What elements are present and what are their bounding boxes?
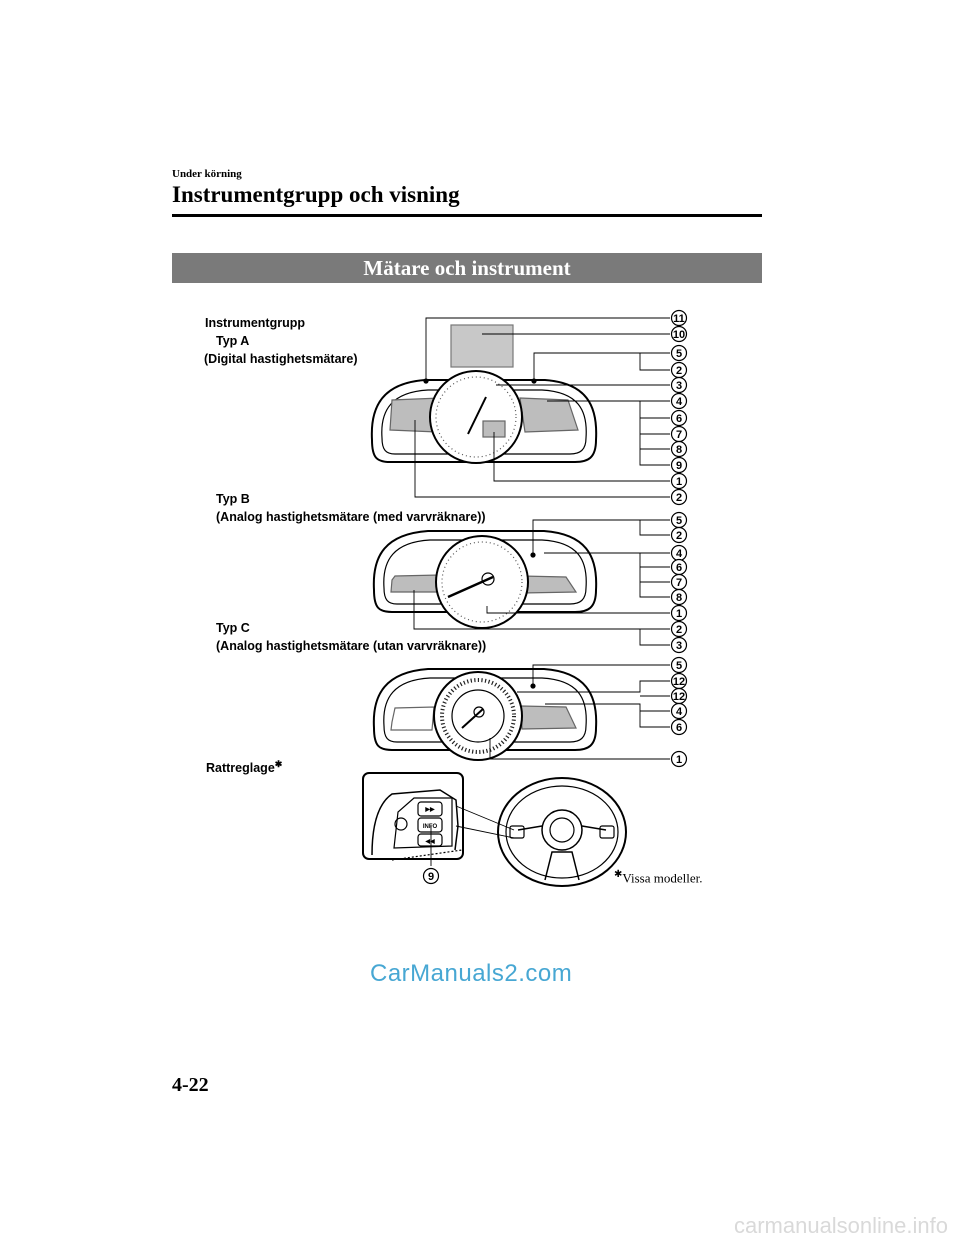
type-b-label: Typ B <box>216 492 250 506</box>
section-banner: Mätare och instrument <box>172 253 762 283</box>
type-c-description: (Analog hastighetsmätare (utan varvräkna… <box>216 639 487 653</box>
info-button-label: INFO <box>423 824 438 830</box>
callout-number: 12 <box>673 676 685 688</box>
callout-circle <box>670 702 688 720</box>
section-label: Under körning <box>172 168 242 180</box>
right-display <box>519 397 579 433</box>
callout-circle <box>670 718 688 736</box>
callout-circle <box>670 488 688 506</box>
callout-circle <box>670 309 688 327</box>
callout-number: 3 <box>676 380 682 392</box>
steering-wheel <box>497 777 627 887</box>
callout-number: 1 <box>676 754 682 766</box>
footnote: ✱Vissa modeller. <box>614 869 703 886</box>
next-track-icon: ▶▶ <box>424 806 435 813</box>
type-a-label: Typ A <box>216 334 250 348</box>
callout-number: 12 <box>673 691 685 703</box>
callout-circle <box>670 620 688 638</box>
title-rule <box>172 214 762 217</box>
callout-number: 6 <box>676 413 682 425</box>
callout-number: 8 <box>676 592 682 604</box>
callout-circle <box>670 344 688 362</box>
type-b-cluster <box>372 530 598 629</box>
callout-circle <box>670 376 688 394</box>
needle <box>467 396 487 435</box>
callout-number: 2 <box>676 492 682 504</box>
callout-circle <box>670 636 688 654</box>
callout-number: 10 <box>673 329 685 341</box>
callout-number: 9 <box>676 460 682 472</box>
callout-number: 2 <box>676 530 682 542</box>
callout-number: 5 <box>676 515 682 527</box>
callout-number: 3 <box>676 640 682 652</box>
type-a-cluster <box>370 324 598 464</box>
type-c-label: Typ C <box>216 621 250 635</box>
type-c-cluster <box>372 668 598 761</box>
callout-number: 1 <box>676 608 682 620</box>
callout-number: 2 <box>676 624 682 636</box>
callout-number: 4 <box>676 396 683 408</box>
callout-circle <box>670 588 688 606</box>
callout-circle <box>670 656 688 674</box>
callout-number: 7 <box>676 429 682 441</box>
callout-circle <box>670 526 688 544</box>
footnote-star: ✱ <box>614 869 623 880</box>
callout-circle <box>422 867 440 885</box>
callout-number: 1 <box>676 476 682 488</box>
callout-circle <box>670 440 688 458</box>
callout-number: 7 <box>676 577 682 589</box>
steering-controls-label: Rattreglage✱ <box>206 759 282 775</box>
callout-number: 4 <box>676 548 683 560</box>
type-b-description: (Analog hastighetsmätare (med varvräknar… <box>216 510 486 524</box>
callout-circle <box>670 472 688 490</box>
callout-number: 8 <box>676 444 682 456</box>
prev-track-icon: ◀◀ <box>424 838 435 845</box>
callout-number: 6 <box>676 562 682 574</box>
site-watermark: carmanualsonline.info <box>733 1213 948 1238</box>
footnote-star-icon: ✱ <box>274 759 283 769</box>
callout-circle <box>670 456 688 474</box>
callout-circle <box>670 604 688 622</box>
callout-number: 9 <box>428 871 434 883</box>
callout-circle <box>670 392 688 410</box>
callout-number: 6 <box>676 722 682 734</box>
callout-circle <box>670 750 688 768</box>
footnote-text: Vissa modeller. <box>622 870 703 886</box>
callout-number: 11 <box>673 313 685 325</box>
page-number: 4-22 <box>172 1074 209 1096</box>
page-title: Instrumentgrupp och visning <box>172 182 460 207</box>
steering-switch-detail <box>362 772 464 861</box>
carmanuals-watermark: CarManuals2.com <box>370 960 573 987</box>
instrument-cluster-label: Instrumentgrupp <box>205 316 305 330</box>
hud-display <box>450 324 514 368</box>
type-a-description: (Digital hastighetsmätare) <box>204 352 358 366</box>
callout-number: 2 <box>676 365 682 377</box>
steering-controls-text: Rattreglage <box>206 761 275 776</box>
callout-number: 4 <box>676 706 683 718</box>
callout-circle <box>670 409 688 427</box>
callout-circle <box>670 325 688 343</box>
callout-number: 5 <box>676 660 682 672</box>
callout-number: 5 <box>676 348 682 360</box>
